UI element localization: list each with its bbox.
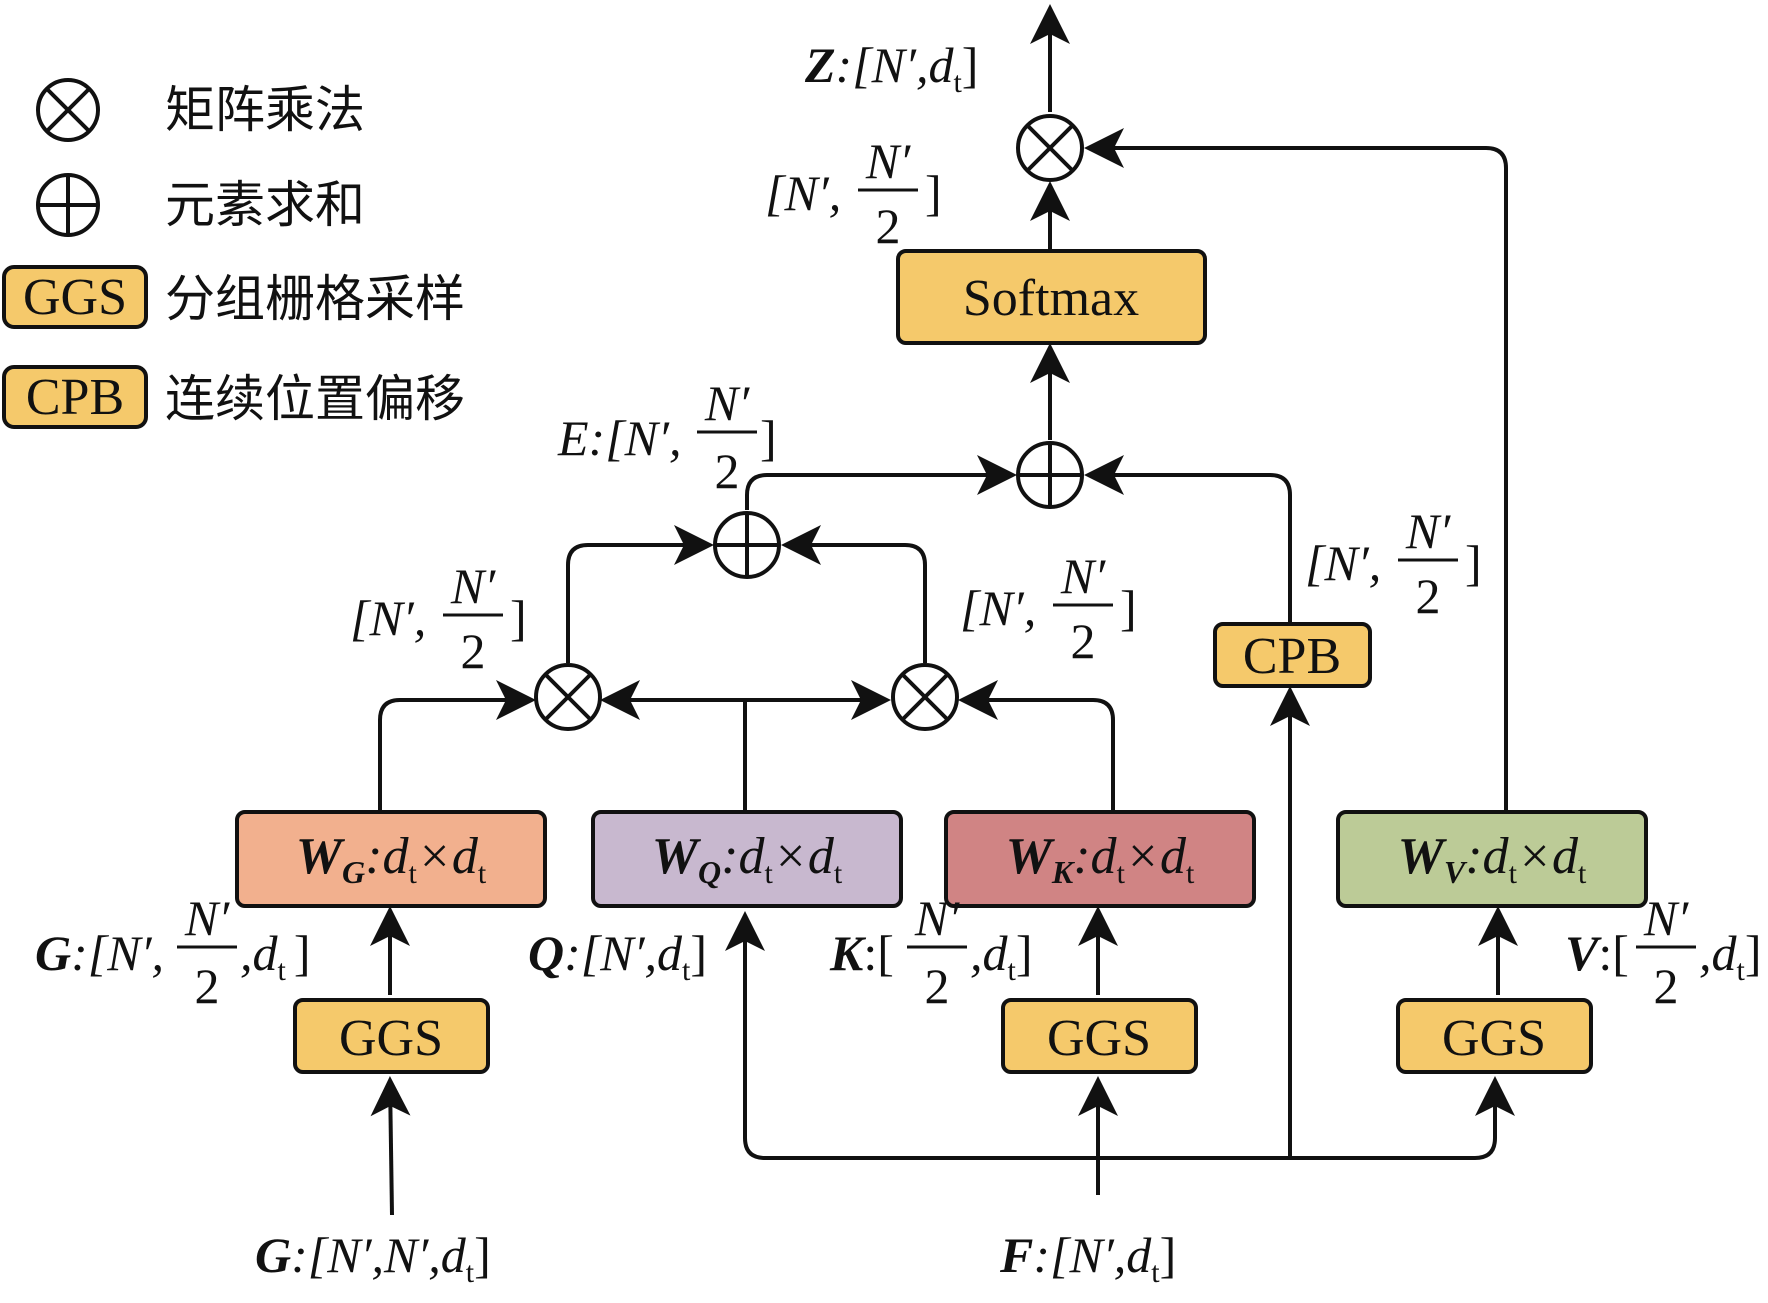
svg-text:]: ] <box>510 590 527 646</box>
svg-text:2: 2 <box>195 958 220 1014</box>
wq-block: WQ:dt×dt <box>591 810 903 908</box>
svg-text:,dt]: ,dt] <box>970 925 1033 987</box>
matmul-op-top <box>1016 114 1084 182</box>
legend-cpb-swatch <box>2 365 148 429</box>
svg-text:N′: N′ <box>914 890 960 946</box>
add-op-top <box>1016 441 1084 509</box>
svg-text:2: 2 <box>876 198 901 254</box>
svg-text:2: 2 <box>1654 958 1679 1014</box>
svg-text:[N′,: [N′, <box>350 590 426 646</box>
svg-text:WG:dt×dt: WG:dt×dt <box>296 828 487 890</box>
ggs-block-v: GGS <box>1396 998 1593 1074</box>
svg-text:V:[: V:[ <box>1565 925 1629 981</box>
svg-text:]: ] <box>1465 535 1482 591</box>
label-e: E:[N′, N′ 2 ] <box>557 375 777 499</box>
svg-text:GGS: GGS <box>1047 1010 1151 1067</box>
svg-text:,dt]: ,dt] <box>240 925 311 987</box>
svg-text:G:[N′,: G:[N′, <box>35 925 164 981</box>
svg-text:K:[: K:[ <box>829 925 894 981</box>
label-v: V:[ N′ 2 ,dt] <box>1565 890 1762 1014</box>
label-g-mid: G:[N′, N′ 2 ,dt] <box>35 890 311 1014</box>
connectors <box>370 4 1518 1216</box>
cpb-block: CPB <box>1213 622 1372 688</box>
legend-cpb-label: 连续位置偏移 <box>165 370 465 428</box>
softmax-block: Softmax <box>896 249 1207 345</box>
wv-block: WV:dt×dt <box>1336 810 1648 908</box>
label-g-input: G:[N′,N′,dt] <box>255 1227 491 1289</box>
svg-text:]: ] <box>760 410 777 466</box>
legend-ggs-label: 分组栅格采样 <box>165 270 465 328</box>
label-half-top: [N′, N′ 2 ] <box>765 133 942 254</box>
legend-ggs-tag: GGS <box>23 269 127 326</box>
svg-text:N′: N′ <box>1643 890 1689 946</box>
label-half-left: [N′, N′ 2 ] <box>350 558 527 679</box>
svg-text:2: 2 <box>925 958 950 1014</box>
svg-text:,dt]: ,dt] <box>1699 925 1762 987</box>
add-op-left <box>713 511 781 579</box>
svg-text:N′: N′ <box>1405 503 1451 559</box>
label-k: K:[ N′ 2 ,dt] <box>829 890 1033 1014</box>
ggs-block-k: GGS <box>1001 998 1198 1074</box>
matmul-legend-icon <box>36 78 100 142</box>
svg-text:[N′,: [N′, <box>960 580 1036 636</box>
matmul-op-left <box>534 663 602 731</box>
svg-text:2: 2 <box>1071 613 1096 669</box>
svg-text:[N′,: [N′, <box>765 165 841 221</box>
svg-text:GGS: GGS <box>339 1010 443 1067</box>
svg-text:2: 2 <box>1416 568 1441 624</box>
legend-matmul-label: 矩阵乘法 <box>165 81 365 139</box>
matmul-op-right <box>891 663 959 731</box>
wk-block: WK:dt×dt <box>944 810 1256 908</box>
svg-text:N′: N′ <box>704 375 750 431</box>
wg-block: WG:dt×dt <box>235 810 547 908</box>
legend-ggs-swatch <box>2 265 148 329</box>
svg-text:CPB: CPB <box>1243 628 1341 685</box>
svg-text:N′: N′ <box>184 890 230 946</box>
svg-text:]: ] <box>925 165 942 221</box>
svg-text:[N′,: [N′, <box>1305 535 1381 591</box>
legend-add-label: 元素求和 <box>165 176 365 234</box>
svg-text:N′: N′ <box>865 133 911 189</box>
svg-text:Softmax: Softmax <box>963 270 1139 327</box>
svg-text:GGS: GGS <box>1442 1010 1546 1067</box>
legend: 矩阵乘法 元素求和 GGS 分组栅格采样 CPB 连续位置偏移 <box>2 78 465 429</box>
ggs-block-left: GGS <box>293 998 490 1074</box>
svg-text:2: 2 <box>715 443 740 499</box>
svg-text:WV:dt×dt: WV:dt×dt <box>1398 828 1587 890</box>
svg-text:WQ:dt×dt: WQ:dt×dt <box>652 828 843 890</box>
legend-cpb-tag: CPB <box>26 369 124 426</box>
svg-text:]: ] <box>1120 580 1137 636</box>
add-legend-icon <box>36 173 100 237</box>
label-z-output: Z:[N′,dt] <box>804 37 978 99</box>
svg-text:WK:dt×dt: WK:dt×dt <box>1006 828 1195 890</box>
label-f-input: F:[N′,dt] <box>999 1227 1176 1289</box>
svg-text:2: 2 <box>461 623 486 679</box>
svg-text:N′: N′ <box>450 558 496 614</box>
label-half-cpb: [N′, N′ 2 ] <box>1305 503 1482 624</box>
label-half-mid: [N′, N′ 2 ] <box>960 548 1137 669</box>
label-q: Q:[N′,dt] <box>528 925 707 987</box>
svg-text:E:[N′,: E:[N′, <box>557 410 681 466</box>
svg-text:N′: N′ <box>1060 548 1106 604</box>
